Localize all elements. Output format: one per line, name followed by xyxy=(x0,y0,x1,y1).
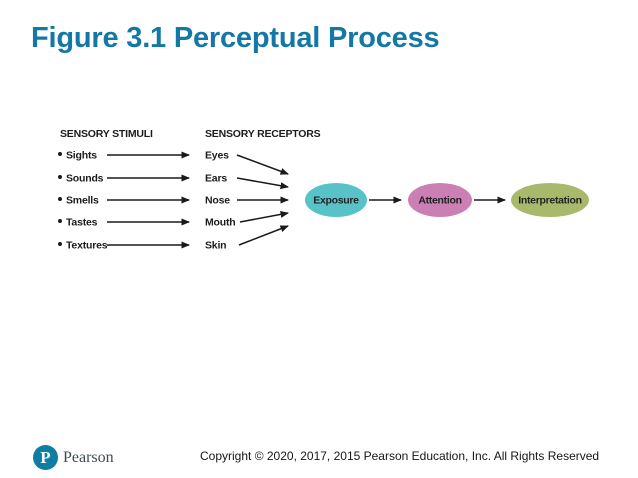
converging-arrow-skin xyxy=(238,225,289,246)
stage-label-interpretation: Interpretation xyxy=(518,195,581,207)
pearson-logo-wordmark: Pearson xyxy=(63,448,114,466)
stage-ellipse-attention xyxy=(408,183,472,217)
bullet-icon xyxy=(58,197,62,201)
receptor-label: Mouth xyxy=(205,217,236,229)
bullet-icon xyxy=(58,175,62,179)
stimulus-label: Textures xyxy=(66,240,108,252)
pearson-logo-icon: P xyxy=(33,445,58,470)
receptor-label: Skin xyxy=(205,240,226,252)
receptor-label: Eyes xyxy=(205,150,229,162)
stage-label-attention: Attention xyxy=(418,195,461,207)
sensory-receptors-header: SENSORY RECEPTORS xyxy=(205,128,321,140)
stimulus-label: Sounds xyxy=(66,173,104,185)
receptor-label: Ears xyxy=(205,173,227,185)
slide-title: Figure 3.1 Perceptual Process xyxy=(31,22,440,54)
copyright-text: Copyright © 2020, 2017, 2015 Pearson Edu… xyxy=(200,449,600,463)
stimulus-label: Sights xyxy=(66,150,97,162)
perceptual-process-diagram: SENSORY STIMULI SENSORY RECEPTORS Sights… xyxy=(58,128,589,252)
stage-label-exposure: Exposure xyxy=(313,195,359,207)
converging-arrow-mouth xyxy=(239,210,289,223)
sensory-stimuli-header: SENSORY STIMULI xyxy=(60,128,153,140)
bullet-icon xyxy=(58,152,62,156)
bullet-icon xyxy=(58,242,62,246)
bullet-icon xyxy=(58,219,62,223)
receptor-label: Nose xyxy=(205,195,230,207)
stage-ellipse-interpretation xyxy=(511,183,589,217)
pearson-logo: P Pearson xyxy=(33,445,114,470)
stimulus-label: Tastes xyxy=(66,217,98,229)
converging-arrow-eyes xyxy=(236,154,289,175)
converging-arrow-ears xyxy=(236,177,289,190)
stimulus-label: Smells xyxy=(66,195,99,207)
stage-ellipse-exposure xyxy=(305,183,367,217)
